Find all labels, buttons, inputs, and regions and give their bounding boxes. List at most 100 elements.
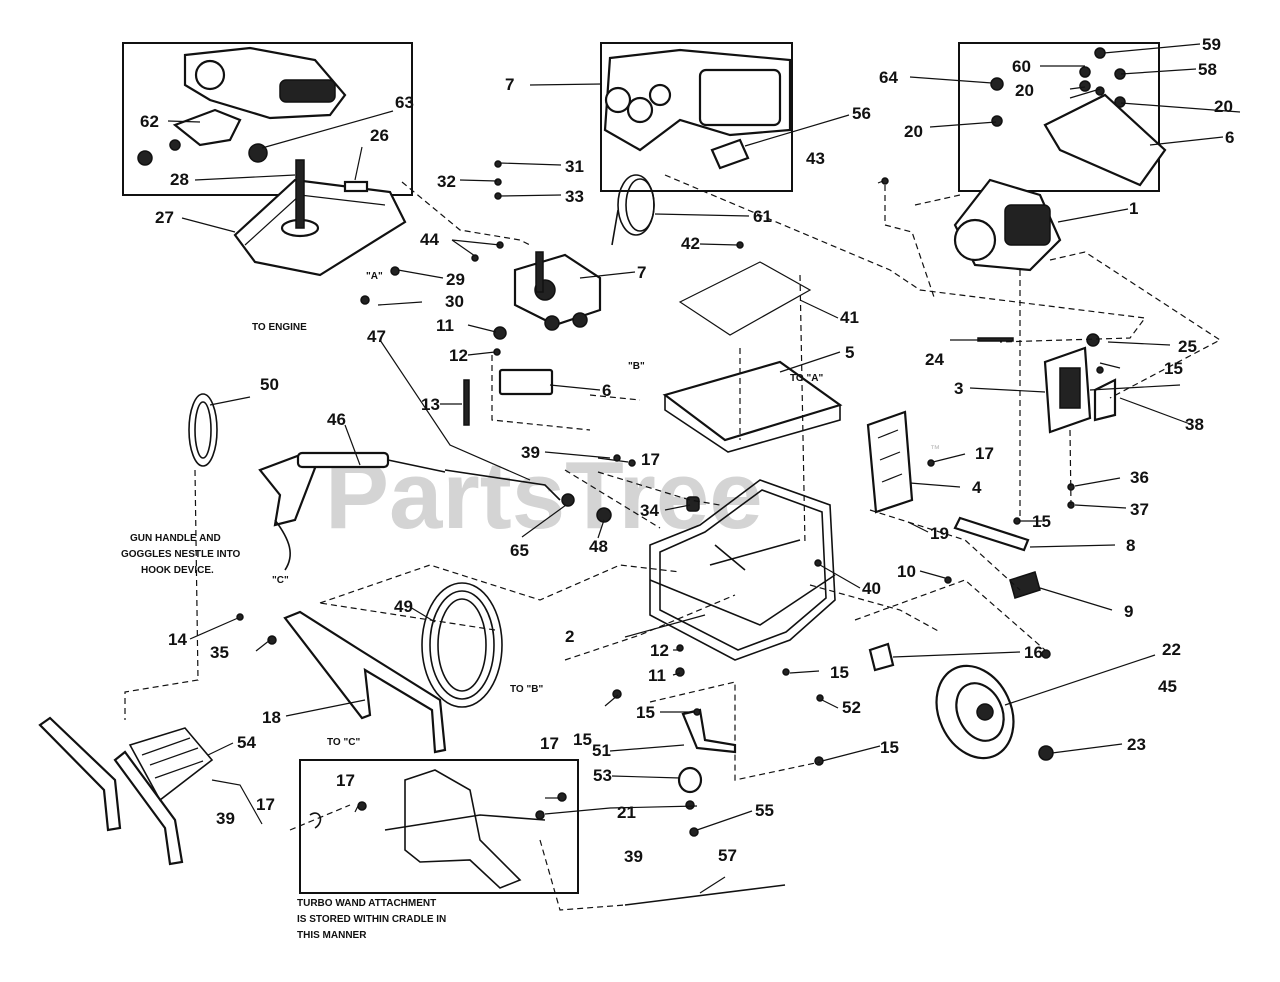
callout-6a: 6 xyxy=(602,381,611,400)
callout-36: 36 xyxy=(1130,468,1149,487)
notes: TO ENGINE GUN HANDLE AND GOGGLES NESTLE … xyxy=(121,322,446,941)
callout-48: 48 xyxy=(589,537,608,556)
callout-20a: 20 xyxy=(1015,81,1034,100)
callout-10: 10 xyxy=(897,562,916,581)
callout-33: 33 xyxy=(565,187,584,206)
callout-5: 5 xyxy=(845,343,854,362)
callout-37: 37 xyxy=(1130,500,1149,519)
callout-65: 65 xyxy=(510,541,529,560)
callout-26: 26 xyxy=(370,126,389,145)
nozzle-drawing xyxy=(561,493,575,507)
callout-43: 43 xyxy=(806,149,825,168)
callout-30: 30 xyxy=(445,292,464,311)
callout-50: 50 xyxy=(260,375,279,394)
tag-a: "A" xyxy=(366,271,383,282)
callout-17b: 17 xyxy=(641,450,660,469)
callout-39b: 39 xyxy=(216,809,235,828)
gun-note-line-1: GUN HANDLE AND xyxy=(130,533,221,544)
goggles-drawing xyxy=(188,393,218,467)
callout-1: 1 xyxy=(1129,199,1138,218)
spray-gun-drawing xyxy=(258,451,446,571)
callout-59: 59 xyxy=(1202,35,1221,54)
callout-34: 34 xyxy=(640,501,659,520)
callout-32: 32 xyxy=(437,172,456,191)
to-engine-note: TO ENGINE xyxy=(252,322,307,333)
bracket-inset xyxy=(958,42,1160,192)
callout-4: 4 xyxy=(972,478,982,497)
callout-13: 13 xyxy=(421,395,440,414)
engine-drawing xyxy=(137,46,347,166)
callout-51: 51 xyxy=(592,741,611,760)
cover-plate-drawing xyxy=(678,261,812,336)
callout-12a: 12 xyxy=(449,346,468,365)
callout-35: 35 xyxy=(210,643,229,662)
callout-3: 3 xyxy=(954,379,963,398)
watermark-tm: ™ xyxy=(930,444,940,455)
bracket-drawing xyxy=(990,47,1167,187)
pump-drawing xyxy=(603,48,792,170)
tag-c: "C" xyxy=(272,575,289,586)
callout-14: 14 xyxy=(168,630,187,649)
callout-22: 22 xyxy=(1162,640,1181,659)
callout-labels: 1 2 3 4 5 6 6 7 7 8 9 10 11 11 12 12 13 … xyxy=(140,35,1234,866)
cradle-inset xyxy=(299,759,579,894)
wand-note-line-1: TURBO WAND ATTACHMENT xyxy=(297,898,436,909)
callout-54: 54 xyxy=(237,733,256,752)
callout-15c: 15 xyxy=(830,663,849,682)
callout-62: 62 xyxy=(140,112,159,131)
callout-38: 38 xyxy=(1185,415,1204,434)
callout-17c: 17 xyxy=(256,795,275,814)
handle-drawing xyxy=(283,610,447,754)
callout-9: 9 xyxy=(1124,602,1133,621)
rail-drawing-2 xyxy=(113,750,184,866)
rail-drawing xyxy=(38,716,122,832)
motor-drawing xyxy=(953,178,1062,272)
reference-tags: "A" "B" "C" TO "A" TO "B" TO "C" xyxy=(272,271,823,748)
callout-7b: 7 xyxy=(637,263,646,282)
tag-to-b: TO "B" xyxy=(510,684,543,695)
callout-44: 44 xyxy=(420,230,439,249)
callout-39a: 39 xyxy=(521,443,540,462)
watermark: PartsTree xyxy=(325,442,763,549)
callout-29: 29 xyxy=(446,270,465,289)
short-hose-drawing xyxy=(611,174,655,246)
callout-6b: 6 xyxy=(1225,128,1234,147)
callout-24: 24 xyxy=(925,350,944,369)
callout-60: 60 xyxy=(1012,57,1031,76)
callout-20c: 20 xyxy=(904,122,923,141)
gun-note-line-3: HOOK DEVICE. xyxy=(141,565,214,576)
callout-15b: 15 xyxy=(1032,512,1051,531)
turbo-wand-drawing xyxy=(624,884,786,906)
fuel-tank-drawing xyxy=(233,159,407,277)
pump-inset xyxy=(600,42,793,192)
callout-17a: 17 xyxy=(975,444,994,463)
callout-63: 63 xyxy=(395,93,414,112)
callout-39c: 39 xyxy=(624,847,643,866)
callout-57: 57 xyxy=(718,846,737,865)
callout-17d: 17 xyxy=(336,771,355,790)
fitting-drawing xyxy=(596,507,612,523)
callout-31: 31 xyxy=(565,157,584,176)
callout-15f: 15 xyxy=(880,738,899,757)
wand-drawing xyxy=(444,469,561,501)
tag-to-a: TO "A" xyxy=(790,373,823,384)
wand-note-line-2: IS STORED WITHIN CRADLE IN xyxy=(297,914,446,925)
fasteners xyxy=(236,160,1104,766)
callout-42: 42 xyxy=(681,234,700,253)
callout-52: 52 xyxy=(842,698,861,717)
wheel-drawing xyxy=(935,664,1015,760)
washer-drawing xyxy=(685,800,695,810)
callout-58: 58 xyxy=(1198,60,1217,79)
tray-drawing xyxy=(662,360,843,453)
callout-64: 64 xyxy=(879,68,898,87)
callout-27: 27 xyxy=(155,208,174,227)
spacer-drawing xyxy=(868,642,895,672)
callout-56: 56 xyxy=(852,104,871,123)
callout-17e: 17 xyxy=(540,734,559,753)
switch-box-drawing xyxy=(1043,346,1117,434)
callout-21: 21 xyxy=(617,803,636,822)
callout-45: 45 xyxy=(1158,677,1177,696)
callout-18: 18 xyxy=(262,708,281,727)
